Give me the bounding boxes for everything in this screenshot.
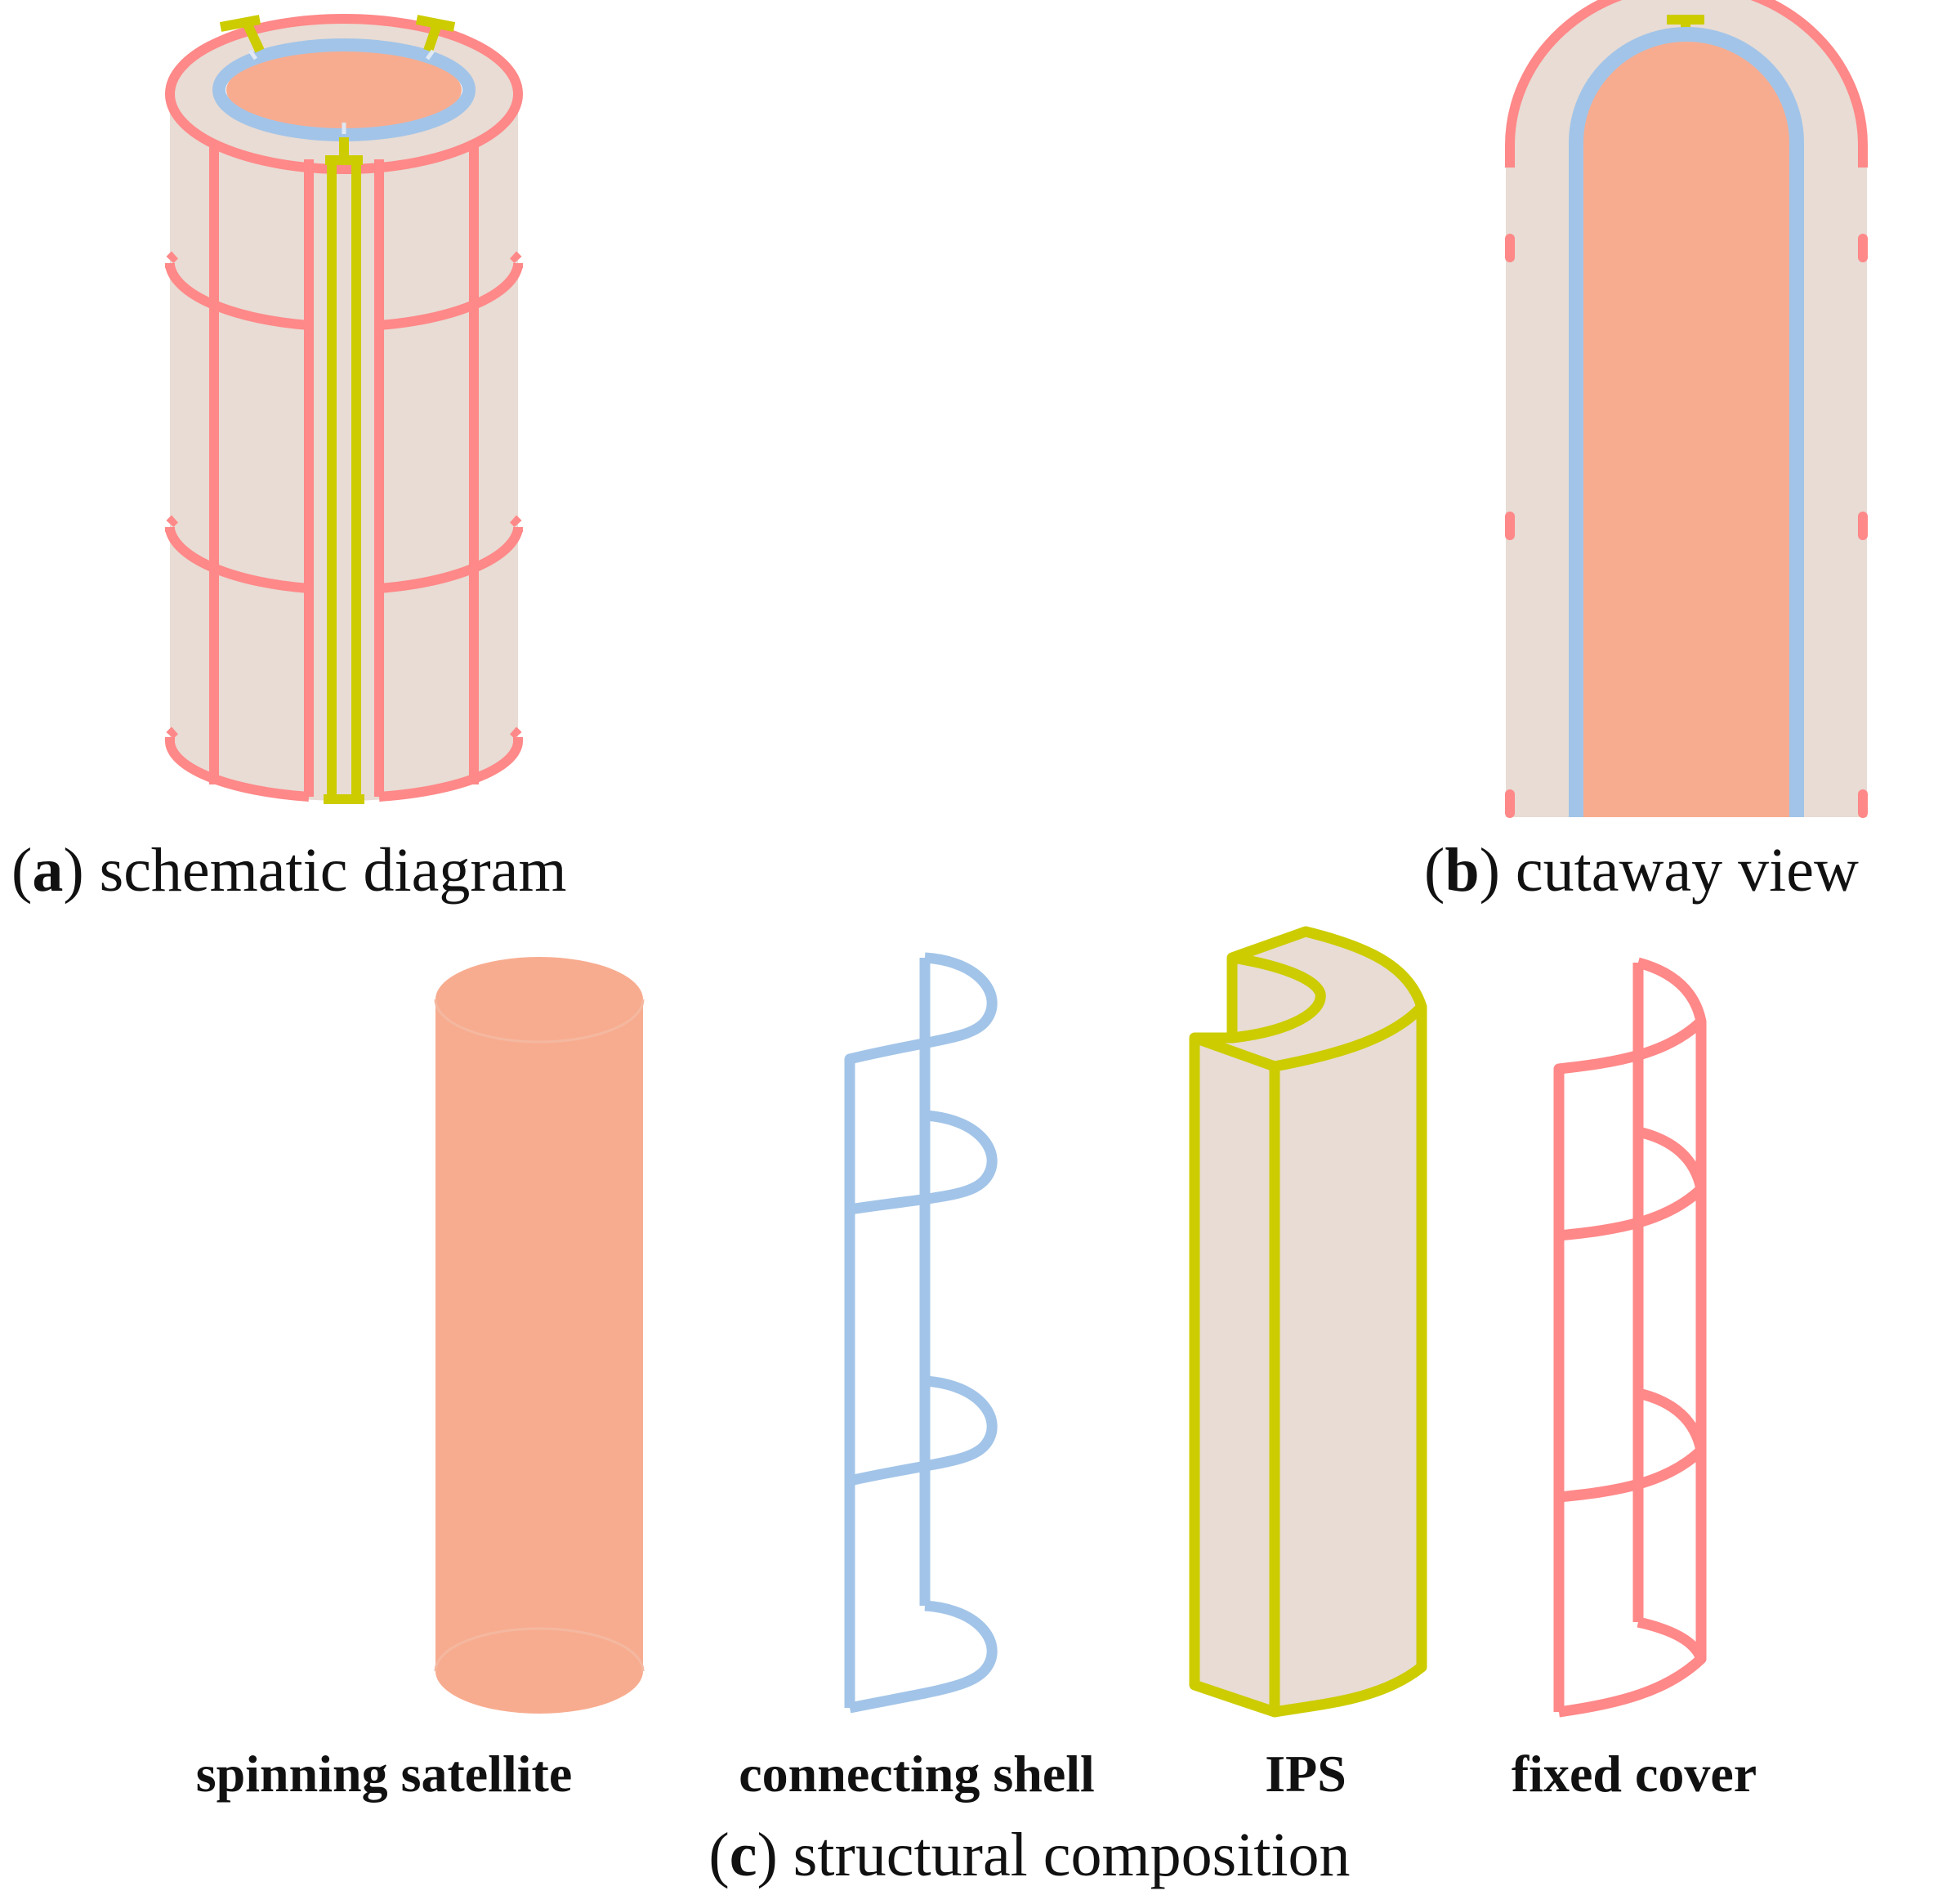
shell-ring [212,38,476,141]
cover-vertical-bars [209,147,479,797]
caption-a-text: schematic diagram [100,836,567,905]
ips-body [170,94,518,801]
ips-block-edges [1189,926,1427,1718]
caption-b-letter: b [1445,836,1479,905]
cover-top-rim [165,14,523,174]
caption-a: (a) schematic diagram [11,836,566,905]
cover-ring-arcs [164,263,524,802]
ring-arc-ends [166,251,522,739]
ips-top-connectors [219,15,456,165]
part-spinning-satellite: spinning satellite [196,957,645,1803]
part-label-connecting-shell: connecting shell [739,1745,1095,1803]
panel-a-schematic-diagram: (a) schematic diagram [11,14,566,905]
caption-c-text: structural composition [793,1821,1351,1889]
satellite-cylinder [435,957,643,1714]
caption-c: (c) structural composition [708,1821,1350,1889]
part-ips: IPS [1189,926,1427,1803]
caption-b: (b) cutaway view [1424,836,1859,905]
cutaway-cover-arc [1505,0,1868,168]
cutaway-satellite [1576,34,1797,817]
caption-c-letter: c [730,1821,757,1889]
part-label-fixed-cover: fixed cover [1512,1745,1757,1803]
caption-a-letter: a [32,836,63,905]
satellite-top [226,51,462,129]
shell-gaps [248,49,435,134]
cutaway-shell [1569,27,1804,817]
part-fixed-cover: fixed cover [1512,957,1757,1803]
cutaway-cover-dashes [1505,234,1868,818]
ips-vertical-seam [324,163,364,804]
part-connecting-shell: connecting shell [739,952,1095,1803]
panel-c-structural-composition: spinning satellite connecting shell IPS [196,926,1757,1889]
part-label-spinning-satellite: spinning satellite [196,1745,573,1803]
ips-block-fill [1195,932,1422,1712]
panel-b-cutaway-view: (b) cutaway view [1424,0,1868,905]
part-label-ips: IPS [1265,1745,1346,1803]
caption-b-text: cutaway view [1516,836,1859,905]
